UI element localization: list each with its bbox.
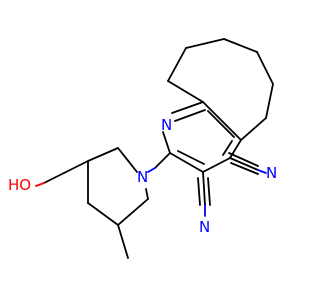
nitrile-nitrogen-upper-label: N — [266, 164, 277, 182]
methyl-bond — [117, 224, 129, 259]
hydroxymethyl-group — [35, 160, 89, 187]
cyclooctane-ring — [167, 38, 274, 141]
nitrile-nitrogen-lower-label: N — [199, 218, 210, 236]
piperidine-ring — [87, 147, 171, 226]
pyridine-ring — [162, 101, 242, 173]
structure-diagram: N N N N HO — [8, 38, 277, 259]
hydroxyl-label: HO — [8, 176, 31, 194]
piperidine-nitrogen-label: N — [137, 168, 148, 186]
nitrile-upper — [228, 152, 267, 175]
nitrile-lower — [197, 171, 211, 217]
pyridine-nitrogen-label: N — [161, 116, 172, 134]
